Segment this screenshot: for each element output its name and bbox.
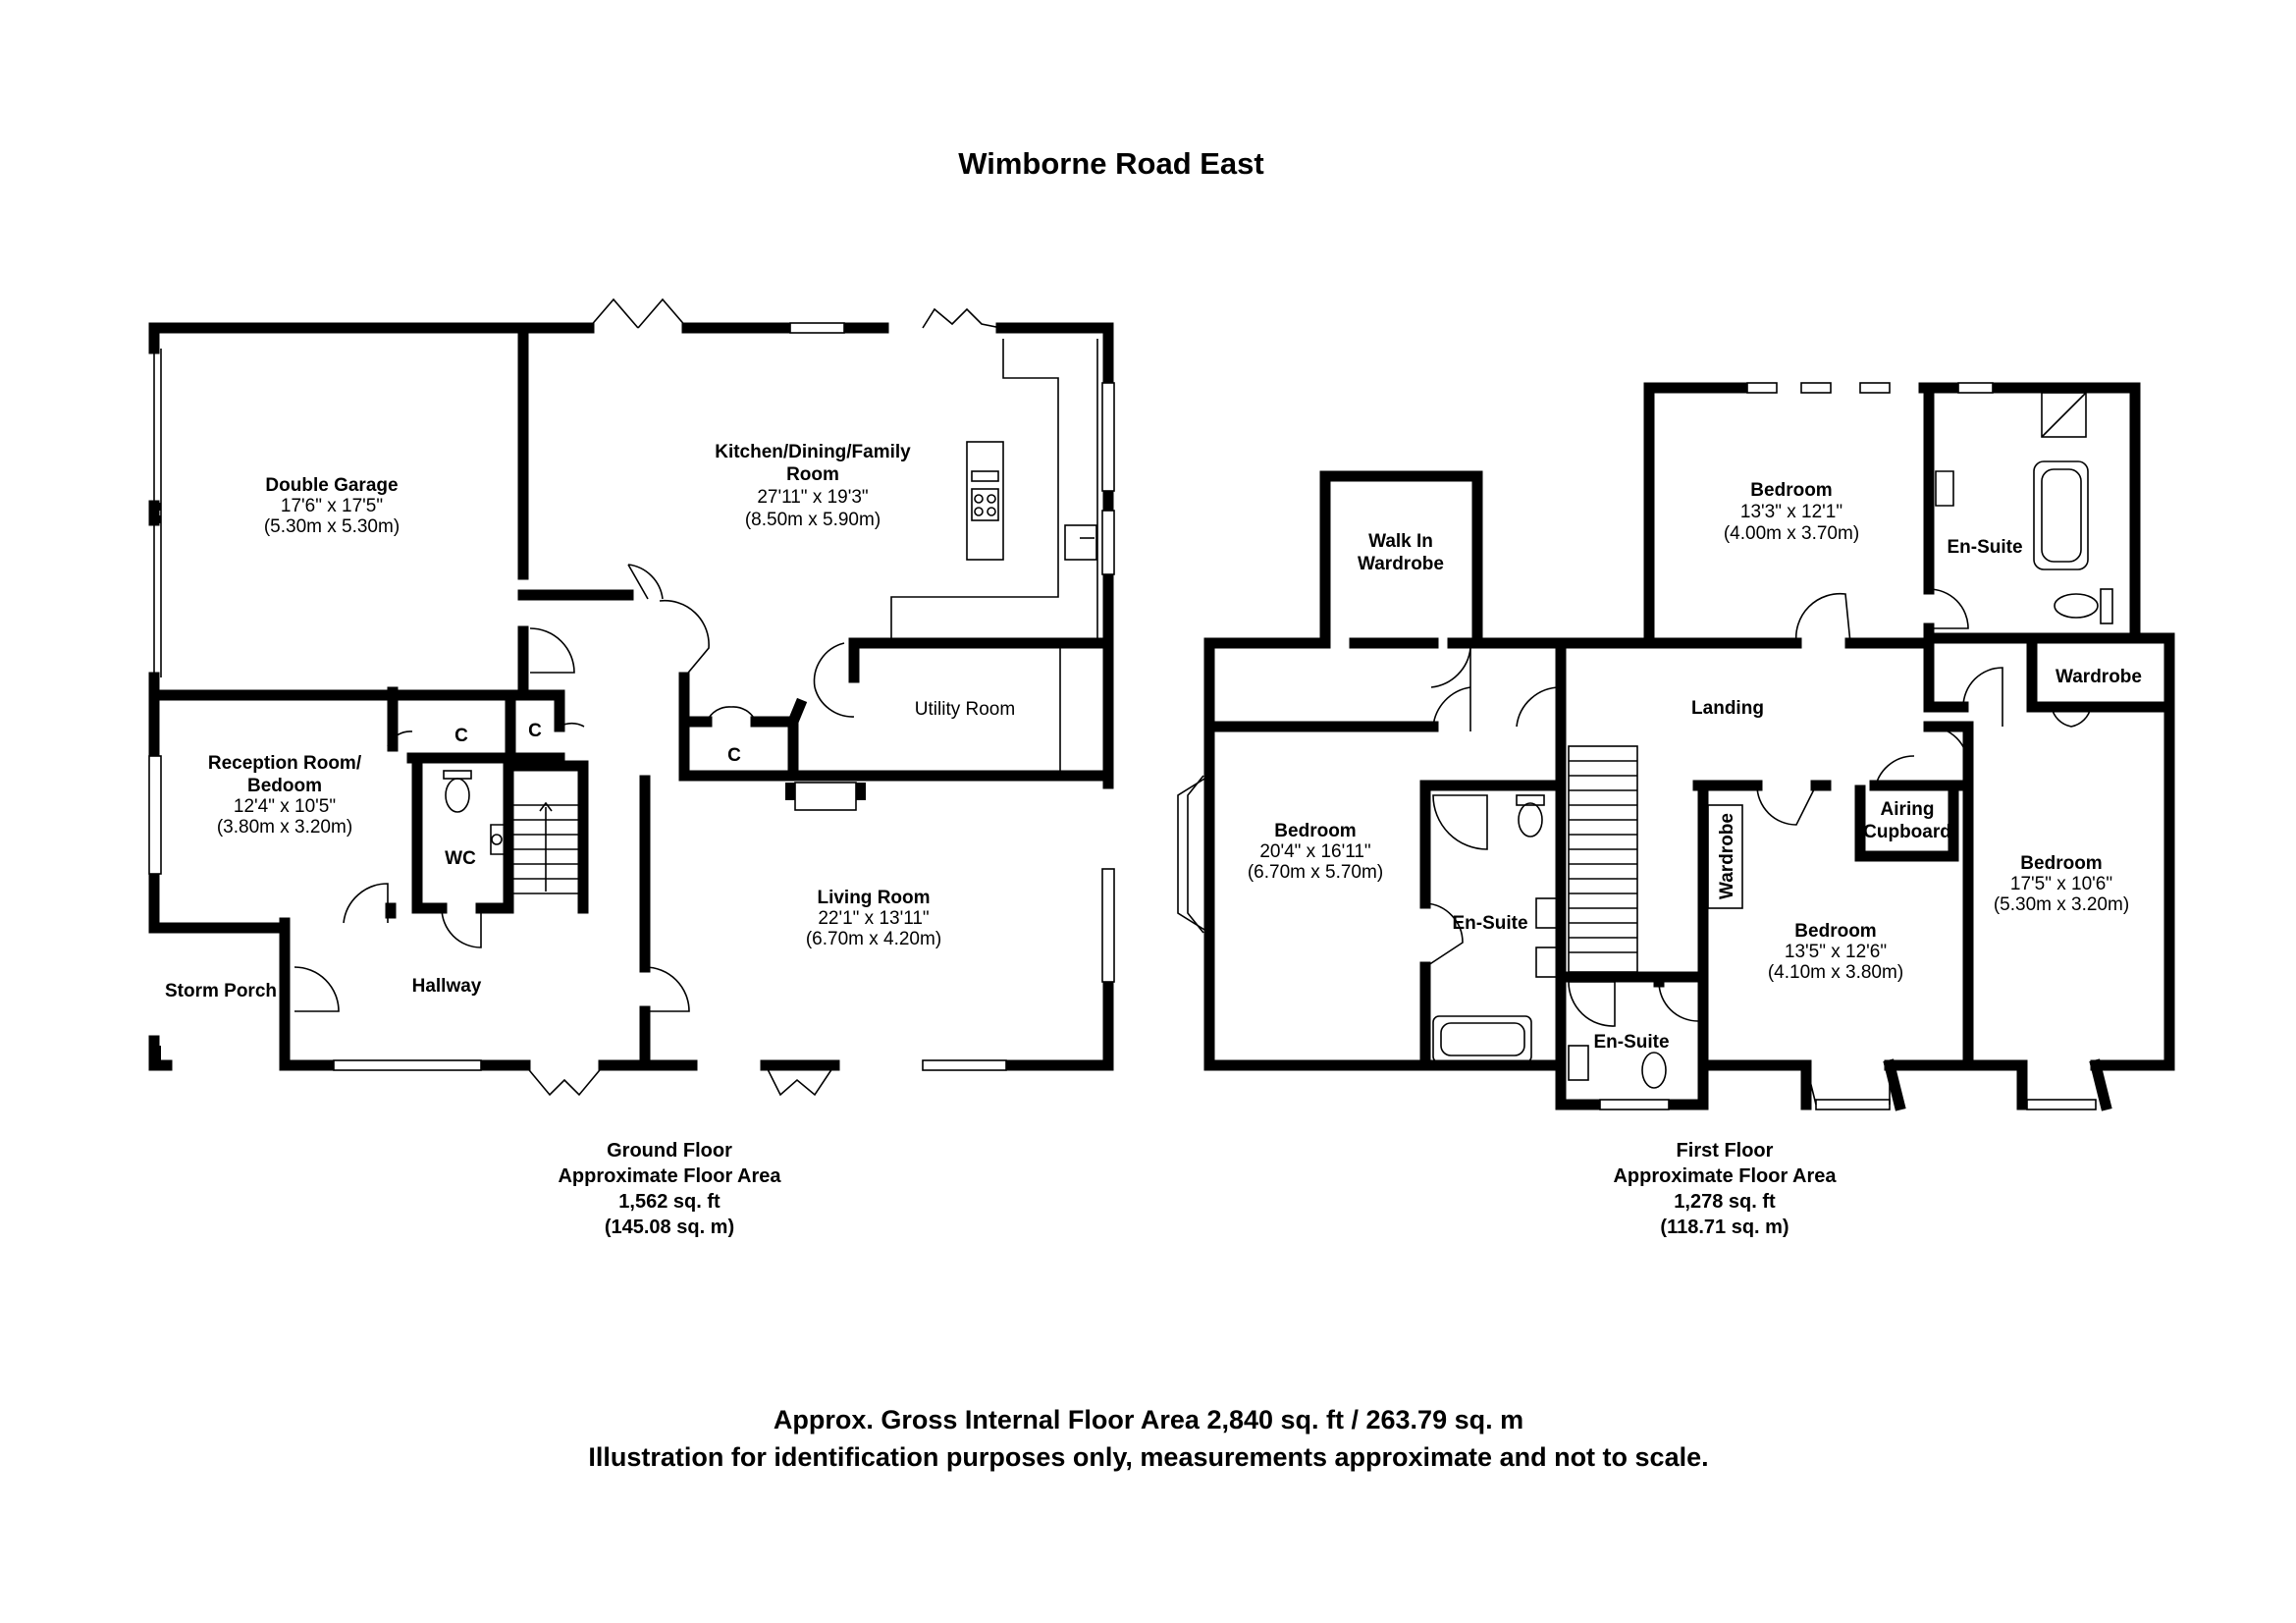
room-walk-in-wardrobe: Walk In Wardrobe xyxy=(1358,531,1444,574)
room-landing: Landing xyxy=(1691,698,1764,719)
room-name: Bedroom xyxy=(2020,853,2102,874)
room-metric: (3.80m x 3.20m) xyxy=(217,817,352,838)
room-living: Living Room 22'1" x 13'11" (6.70m x 4.20… xyxy=(806,888,941,949)
room-name: Living Room xyxy=(817,888,930,908)
room-imperial: 17'5" x 10'6" xyxy=(2010,874,2112,894)
ground-floor-fixtures xyxy=(148,298,1115,1097)
area-line4: (145.08 sq. m) xyxy=(605,1217,734,1238)
room-name-line2: Bedoom xyxy=(247,776,322,796)
room-imperial: 12'4" x 10'5" xyxy=(234,796,336,817)
room-ensuite-top: En-Suite xyxy=(1947,537,2022,558)
room-name: Double Garage xyxy=(265,475,398,496)
area-line2: Approximate Floor Area xyxy=(1613,1165,1837,1187)
ground-floor-area: Ground Floor Approximate Floor Area 1,56… xyxy=(558,1140,781,1238)
room-imperial: 27'11" x 19'3" xyxy=(757,487,868,508)
room-imperial: 13'3" x 12'1" xyxy=(1740,502,1842,522)
room-name: Bedroom xyxy=(1794,921,1876,942)
first-floor-fixtures xyxy=(1424,382,2113,1111)
room-hallway: Hallway xyxy=(412,976,482,997)
room-bedroom-left: Bedroom 20'4" x 16'11" (6.70m x 5.70m) xyxy=(1248,821,1383,883)
room-metric: (5.30m x 3.20m) xyxy=(1994,894,2129,915)
room-double-garage: Double Garage 17'6" x 17'5" (5.30m x 5.3… xyxy=(264,475,400,537)
room-kitchen: Kitchen/Dining/Family Room 27'11" x 19'3… xyxy=(715,442,911,530)
room-name: Bedroom xyxy=(1274,821,1356,841)
room-name-line1: Reception Room/ xyxy=(208,753,362,774)
room-bedroom-mid: Bedroom 13'5" x 12'6" (4.10m x 3.80m) xyxy=(1768,921,1903,983)
room-imperial: 13'5" x 12'6" xyxy=(1785,942,1887,962)
cupboard-label: C xyxy=(454,726,468,746)
room-metric: (6.70m x 4.20m) xyxy=(806,929,941,949)
room-name-line2: Wardrobe xyxy=(1358,554,1444,574)
cupboard-label: C xyxy=(727,745,741,766)
room-bedroom-right: Bedroom 17'5" x 10'6" (5.30m x 3.20m) xyxy=(1994,853,2129,915)
room-metric: (5.30m x 5.30m) xyxy=(264,516,400,537)
first-floor-walls xyxy=(1177,382,2175,1110)
room-name: Bedroom xyxy=(1750,480,1832,501)
room-metric: (4.00m x 3.70m) xyxy=(1724,523,1859,544)
room-wardrobe-right: Wardrobe xyxy=(2056,667,2142,687)
room-name-line1: Airing xyxy=(1881,799,1935,820)
area-line1: Ground Floor xyxy=(607,1140,732,1162)
room-name-line1: Walk In xyxy=(1368,531,1433,552)
area-line1: First Floor xyxy=(1677,1140,1774,1162)
room-ensuite-small: En-Suite xyxy=(1593,1032,1669,1053)
room-imperial: 20'4" x 16'11" xyxy=(1259,841,1370,862)
room-imperial: 17'6" x 17'5" xyxy=(281,496,383,516)
room-name-line1: Kitchen/Dining/Family xyxy=(715,442,911,462)
room-metric: (4.10m x 3.80m) xyxy=(1768,962,1903,983)
room-name-line2: Cupboard xyxy=(1863,822,1951,842)
room-utility: Utility Room xyxy=(915,699,1015,720)
area-line3: 1,278 sq. ft xyxy=(1674,1191,1776,1213)
room-reception: Reception Room/ Bedoom 12'4" x 10'5" (3.… xyxy=(208,753,362,838)
room-name-line2: Room xyxy=(786,464,839,485)
room-bedroom-top: Bedroom 13'3" x 12'1" (4.00m x 3.70m) xyxy=(1724,480,1859,544)
footer-gross-area: Approx. Gross Internal Floor Area 2,840 … xyxy=(774,1405,1523,1434)
room-metric: (8.50m x 5.90m) xyxy=(745,510,881,530)
area-line3: 1,562 sq. ft xyxy=(618,1191,721,1213)
area-line2: Approximate Floor Area xyxy=(558,1165,781,1187)
footer-disclaimer: Illustration for identification purposes… xyxy=(588,1442,1708,1472)
cupboard-label: C xyxy=(528,721,542,741)
room-storm-porch: Storm Porch xyxy=(165,981,277,1001)
room-imperial: 22'1" x 13'11" xyxy=(818,908,929,929)
first-floor-area: First Floor Approximate Floor Area 1,278… xyxy=(1613,1140,1837,1238)
ground-floor-walls xyxy=(148,322,1114,1071)
room-airing-cupboard: Airing Cupboard xyxy=(1863,799,1951,842)
room-wardrobe-mid: Wardrobe xyxy=(1717,813,1737,899)
plan-title: Wimborne Road East xyxy=(958,146,1263,181)
area-line4: (118.71 sq. m) xyxy=(1660,1217,1789,1238)
room-ensuite-left: En-Suite xyxy=(1452,913,1527,934)
room-wc: WC xyxy=(445,848,476,869)
room-metric: (6.70m x 5.70m) xyxy=(1248,862,1383,883)
